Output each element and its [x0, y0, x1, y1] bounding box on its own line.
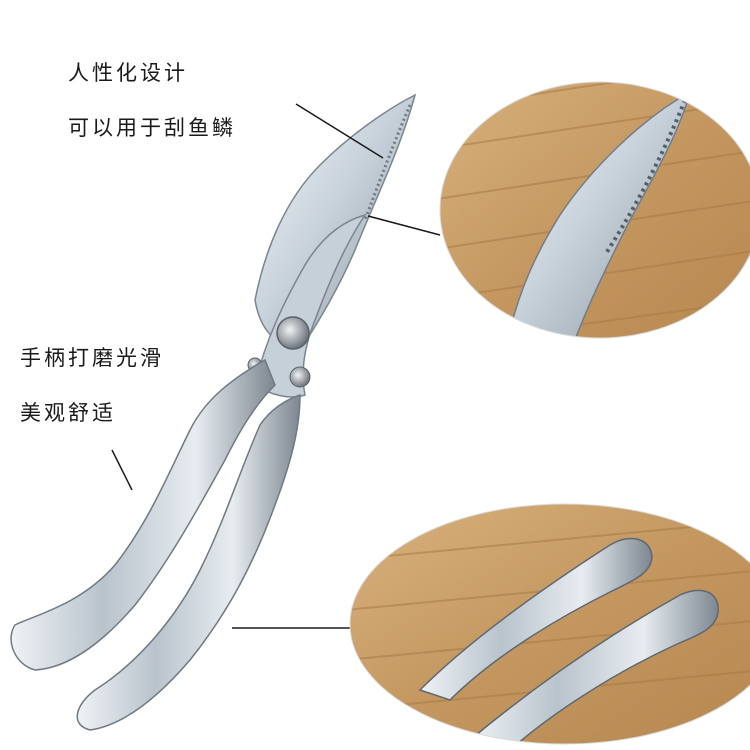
handle-caption-line-1: 手柄打磨光滑: [20, 346, 164, 370]
blade-caption-line-2: 可以用于刮鱼鳞: [68, 116, 236, 140]
lock-screw: [289, 366, 311, 388]
callout-line-blade-1: [295, 103, 384, 159]
pivot-bolt: [276, 316, 310, 350]
blade-caption-line-1: 人性化设计: [68, 61, 188, 85]
closeup-handle-upper: [418, 537, 653, 701]
handle-closeup-inset: [350, 504, 750, 744]
right-handle: [76, 393, 301, 731]
lower-blade: [254, 213, 367, 398]
callout-line-handle: [111, 449, 133, 491]
handle-caption-line-2: 美观舒适: [20, 401, 116, 425]
closeup-handle-lower: [468, 589, 719, 744]
callout-line-blade-2: [367, 215, 441, 236]
blade-closeup-inset: [440, 82, 750, 338]
left-handle: [10, 358, 276, 671]
serrated-edge: [363, 104, 412, 221]
